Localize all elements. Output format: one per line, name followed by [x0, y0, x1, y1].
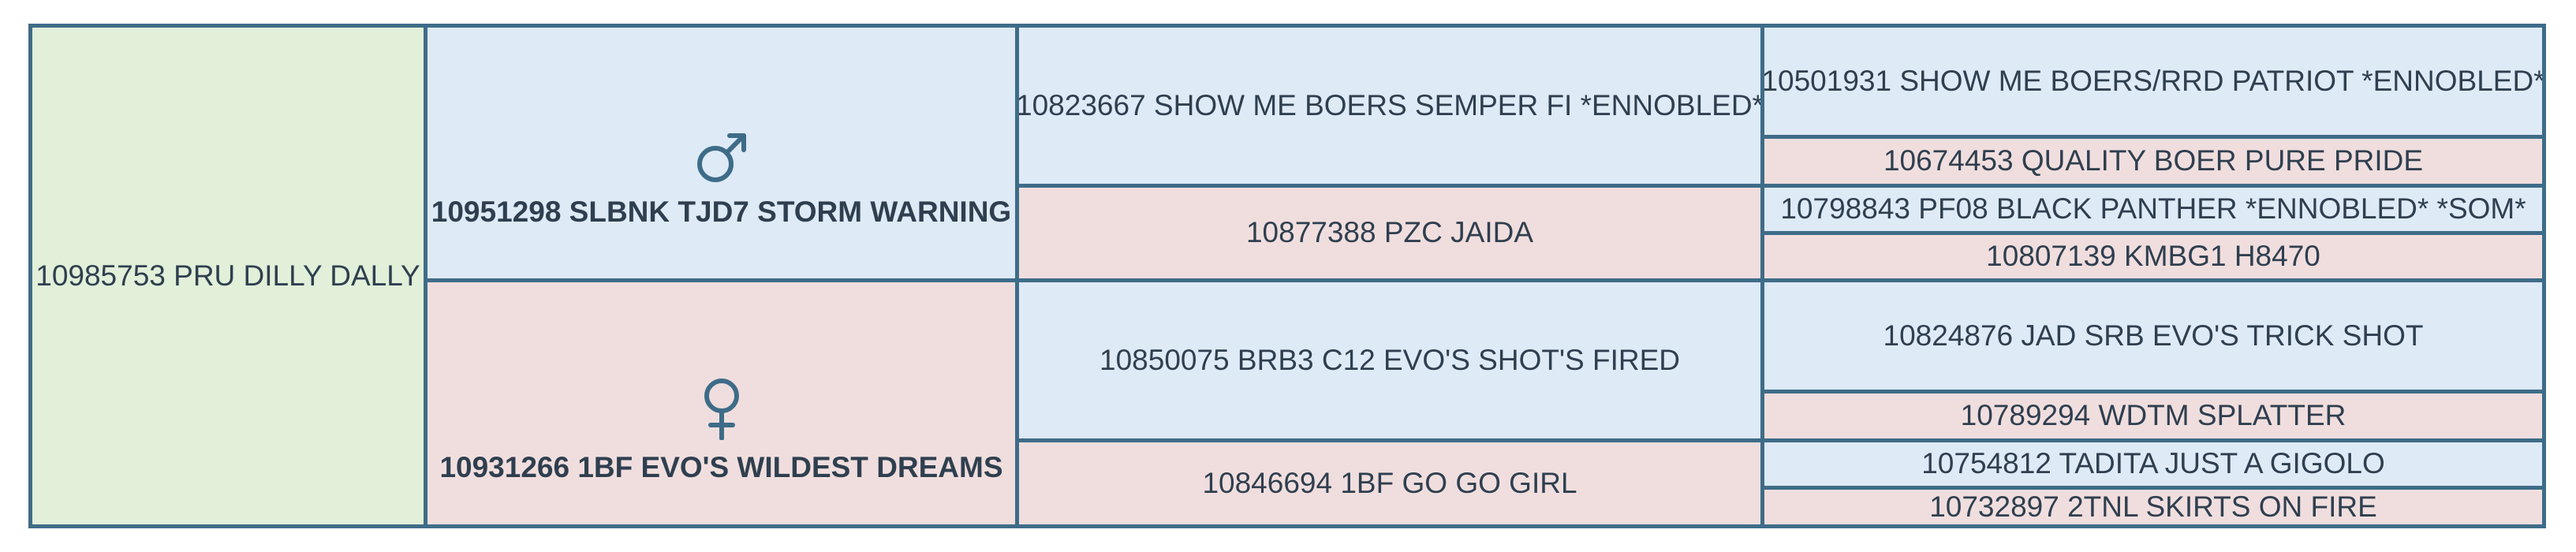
sire-name: 10951298 SLBNK TJD7 STORM WARNING: [431, 195, 1012, 228]
dam-sire-name: 10850075 BRB3 C12 EVO'S SHOT'S FIRED: [1099, 343, 1680, 376]
sire-cell: 10951298 SLBNK TJD7 STORM WARNING: [427, 28, 1015, 278]
male-symbol-icon: [694, 132, 749, 185]
dam-sire-sire-cell: 10824876 JAD SRB EVO'S TRICK SHOT: [1764, 282, 2542, 390]
sire-sire-sire-name: 10501931 SHOW ME BOERS/RRD PATRIOT *ENNO…: [1764, 64, 2542, 97]
sire-dam-dam-cell: 10807139 KMBG1 H8470: [1764, 235, 2542, 278]
dam-dam-dam-name: 10732897 2TNL SKIRTS ON FIRE: [1929, 490, 2377, 523]
subject-cell: 10985753 PRU DILLY DALLY: [32, 28, 424, 524]
dam-dam-sire-name: 10754812 TADITA JUST A GIGOLO: [1921, 447, 2385, 480]
dam-dam-dam-cell: 10732897 2TNL SKIRTS ON FIRE: [1764, 490, 2542, 524]
sire-sire-cell: 10823667 SHOW ME BOERS SEMPER FI *ENNOBL…: [1019, 28, 1760, 184]
sire-sire-sire-cell: 10501931 SHOW ME BOERS/RRD PATRIOT *ENNO…: [1764, 28, 2542, 135]
dam-sire-cell: 10850075 BRB3 C12 EVO'S SHOT'S FIRED: [1019, 282, 1760, 438]
sire-dam-cell: 10877388 PZC JAIDA: [1019, 188, 1760, 278]
sire-dam-dam-name: 10807139 KMBG1 H8470: [1986, 240, 2320, 273]
dam-dam-sire-cell: 10754812 TADITA JUST A GIGOLO: [1764, 442, 2542, 486]
pedigree-chart: 10985753 PRU DILLY DALLY 10951298 SLBNK …: [28, 24, 2546, 528]
dam-sire-dam-cell: 10789294 WDTM SPLATTER: [1764, 393, 2542, 438]
female-symbol-icon: [700, 377, 744, 441]
sire-sire-dam-cell: 10674453 QUALITY BOER PURE PRIDE: [1764, 139, 2542, 184]
dam-name: 10931266 1BF EVO'S WILDEST DREAMS: [439, 451, 1003, 484]
sire-dam-name: 10877388 PZC JAIDA: [1245, 216, 1534, 249]
dam-sire-dam-name: 10789294 WDTM SPLATTER: [1960, 399, 2346, 432]
dam-cell: 10931266 1BF EVO'S WILDEST DREAMS: [427, 282, 1015, 524]
sire-dam-sire-name: 10798843 PF08 BLACK PANTHER *ENNOBLED* *…: [1780, 192, 2526, 226]
sire-sire-dam-name: 10674453 QUALITY BOER PURE PRIDE: [1883, 144, 2424, 177]
sire-dam-sire-cell: 10798843 PF08 BLACK PANTHER *ENNOBLED* *…: [1764, 188, 2542, 231]
dam-sire-sire-name: 10824876 JAD SRB EVO'S TRICK SHOT: [1883, 319, 2424, 352]
dam-dam-name: 10846694 1BF GO GO GIRL: [1202, 466, 1577, 499]
subject-name: 10985753 PRU DILLY DALLY: [35, 259, 420, 292]
dam-dam-cell: 10846694 1BF GO GO GIRL: [1019, 442, 1760, 524]
sire-sire-name: 10823667 SHOW ME BOERS SEMPER FI *ENNOBL…: [1019, 88, 1760, 121]
